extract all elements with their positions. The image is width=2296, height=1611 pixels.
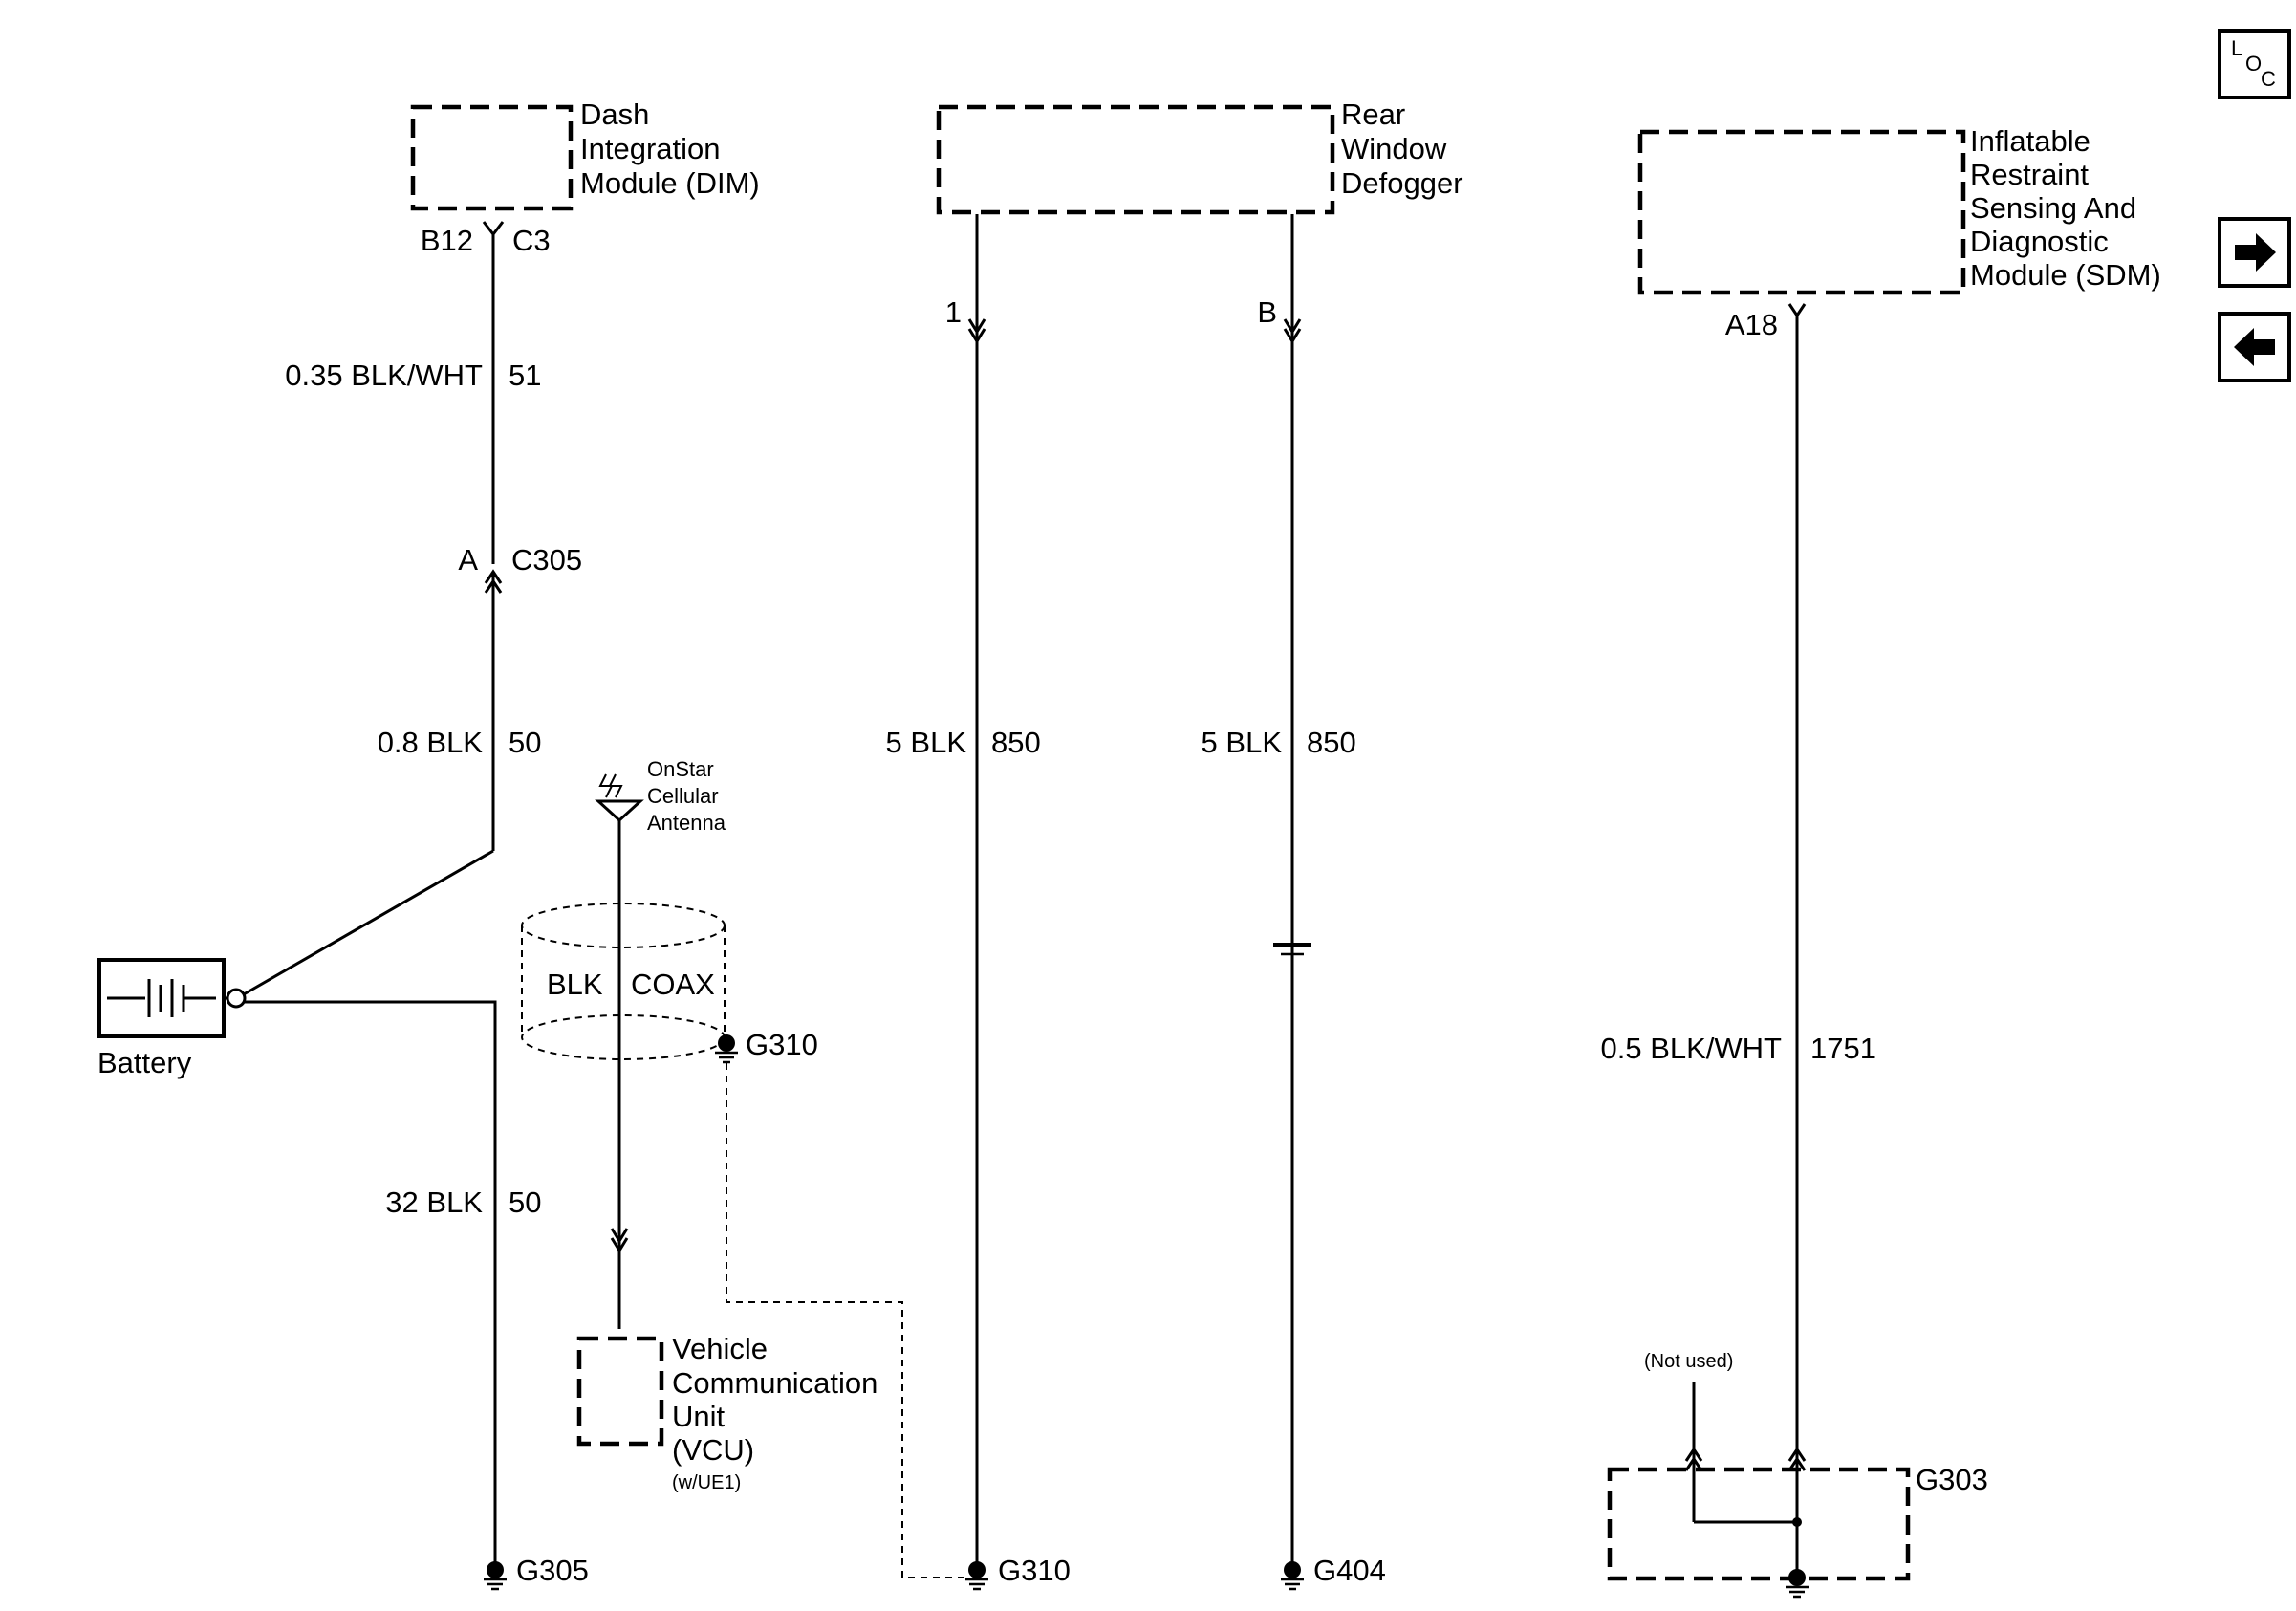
sdm-module xyxy=(1637,129,1966,295)
vcu-option-label: (w/UE1) xyxy=(672,1472,741,1493)
defog1-circuit-label: 850 xyxy=(991,726,1041,759)
c305-pin-a: A xyxy=(458,543,478,577)
batt-upper-circuit-label: 50 xyxy=(509,726,541,759)
g303-ground-icon xyxy=(1784,1567,1810,1599)
dim-module: Dash Integration Module (DIM) xyxy=(410,98,760,211)
vcu-label-4: (VCU) xyxy=(672,1433,754,1467)
antenna-label-3: Antenna xyxy=(647,811,726,835)
coax-label: COAX xyxy=(631,968,715,1001)
dim-wire-label: 0.35 BLK/WHT xyxy=(285,359,483,392)
sdm-wire-label: 0.5 BLK/WHT xyxy=(1601,1032,1783,1065)
g305-label: G305 xyxy=(516,1554,589,1587)
sdm-circuit-label: 1751 xyxy=(1810,1032,1876,1065)
sdm-label-5: Module (SDM) xyxy=(1970,258,2161,292)
vcu-module xyxy=(576,1336,664,1447)
loc-letter-o: O xyxy=(2245,52,2262,76)
sdm-label-1: Inflatable xyxy=(1970,124,2090,158)
vcu-connector xyxy=(610,1228,629,1253)
sdm-ground-wire xyxy=(1787,303,1807,1578)
g310-label: G310 xyxy=(998,1554,1071,1587)
g303-splice-block xyxy=(1607,1382,1911,1581)
sdm-label-2: Restraint xyxy=(1970,158,2089,191)
dim-label-3: Module (DIM) xyxy=(580,166,760,200)
coax-drain-wire xyxy=(726,1063,965,1578)
defog1-wire-label: 5 BLK xyxy=(886,726,967,759)
sdm-pin-a18: A18 xyxy=(1725,308,1778,341)
antenna-label-2: Cellular xyxy=(647,784,719,808)
g310-coax-ground-icon xyxy=(713,1033,740,1064)
defogb-wire-label: 5 BLK xyxy=(1202,726,1283,759)
dim-label-1: Dash xyxy=(580,98,649,131)
defogger-label-2: Window xyxy=(1341,132,1447,165)
g305-ground-icon xyxy=(482,1559,509,1591)
sdm-label-3: Sensing And xyxy=(1970,191,2136,225)
dim-pin-b12: B12 xyxy=(421,224,473,257)
sdm-label-4: Diagnostic xyxy=(1970,225,2109,258)
next-page-button[interactable] xyxy=(2218,217,2291,288)
dim-label-2: Integration xyxy=(580,132,721,165)
defogb-circuit-label: 850 xyxy=(1307,726,1356,759)
defogger-pin-1-wire xyxy=(967,214,986,1562)
c305-label: C305 xyxy=(511,543,582,577)
coax-blk-label: BLK xyxy=(547,968,603,1001)
batt-lower-wire-label: 32 BLK xyxy=(385,1186,483,1219)
defogger-label-1: Rear xyxy=(1341,98,1405,131)
prev-arrow-icon xyxy=(2234,328,2275,366)
next-arrow-icon xyxy=(2235,233,2276,272)
battery xyxy=(97,958,247,1038)
rear-defogger-module xyxy=(936,104,1335,215)
battery-label: Battery xyxy=(97,1046,192,1079)
batt-lower-circuit-label: 50 xyxy=(509,1186,541,1219)
g310-ground-icon xyxy=(964,1559,990,1591)
g310-coax-label: G310 xyxy=(746,1028,818,1061)
prev-page-button[interactable] xyxy=(2218,312,2291,382)
g404-ground-icon xyxy=(1279,1559,1306,1591)
defogger-pin-b: B xyxy=(1257,295,1277,329)
defogger-pin-1: 1 xyxy=(945,295,962,329)
vcu-label-1: Vehicle xyxy=(672,1332,768,1365)
onstar-antenna-icon xyxy=(595,773,644,1329)
dim-pin-c3: C3 xyxy=(512,224,551,257)
batt-upper-wire-label: 0.8 BLK xyxy=(378,726,484,759)
loc-letter-c: C xyxy=(2261,67,2276,91)
g303-label: G303 xyxy=(1916,1463,1988,1496)
dim-pin-fork xyxy=(482,221,505,564)
vcu-label-3: Unit xyxy=(672,1400,726,1433)
battery-wiring xyxy=(243,849,497,1562)
not-used-label: (Not used) xyxy=(1644,1351,1733,1372)
defogger-pin-b-wire xyxy=(1273,214,1311,1562)
vcu-label-2: Communication xyxy=(672,1366,877,1400)
dim-circuit-label: 51 xyxy=(509,359,541,392)
loc-button[interactable]: L O C xyxy=(2218,29,2291,99)
antenna-label-1: OnStar xyxy=(647,757,714,781)
c305-connector xyxy=(484,569,503,851)
g404-label: G404 xyxy=(1313,1554,1386,1587)
loc-letter-l: L xyxy=(2231,36,2242,60)
defogger-label-3: Defogger xyxy=(1341,166,1463,200)
